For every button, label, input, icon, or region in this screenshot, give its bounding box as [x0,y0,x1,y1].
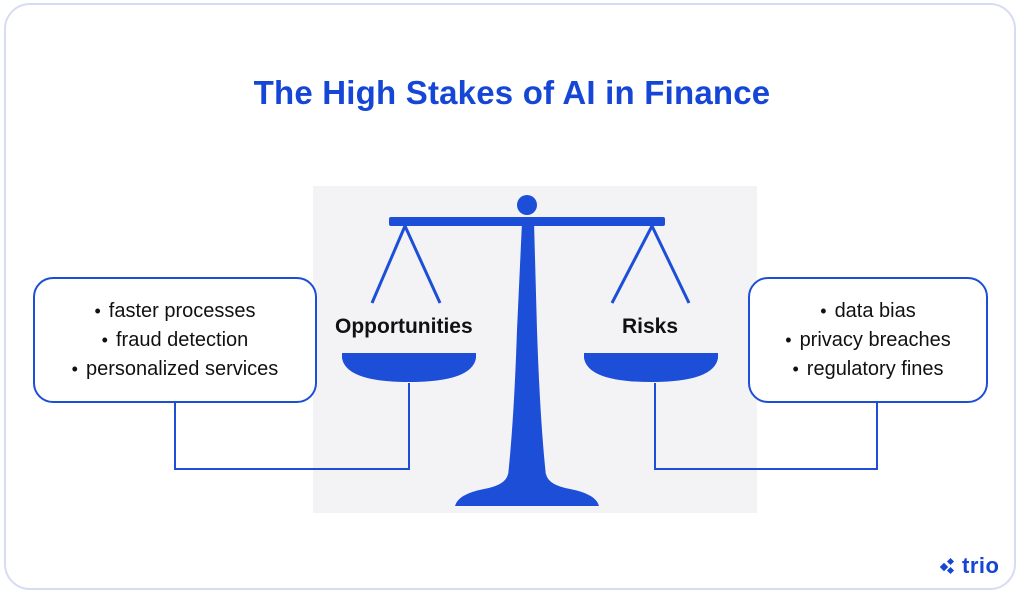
list-item: regulatory fines [785,355,951,384]
list-item: fraud detection [72,326,279,355]
left-hanger-inner [403,225,442,304]
connector-left [174,383,410,470]
logo-text: trio [962,553,1000,578]
list-item: faster processes [72,297,279,326]
trio-logo-icon [939,557,955,575]
right-pan [584,353,718,382]
trio-logo: trio [938,553,999,579]
scale-beam [389,217,665,226]
risks-list: data bias privacy breaches regulatory fi… [785,297,951,384]
connector-right [654,383,878,470]
opportunities-list: faster processes fraud detection persona… [72,297,279,384]
risks-box: data bias privacy breaches regulatory fi… [748,277,988,403]
list-item: personalized services [72,355,278,384]
left-hanger-outer [370,225,407,304]
scale-base [455,474,599,506]
list-item: data bias [785,297,951,326]
risks-label: Risks [622,315,679,338]
opportunities-label: Opportunities [335,315,473,338]
list-item: privacy breaches [785,326,951,355]
left-pan [342,353,476,382]
right-hanger-inner [650,225,691,304]
scale-pillar [508,222,546,476]
scale-knob [517,195,537,215]
page-title: The High Stakes of AI in Finance [253,74,771,111]
opportunities-box: faster processes fraud detection persona… [33,277,317,403]
right-hanger-outer [610,225,654,304]
